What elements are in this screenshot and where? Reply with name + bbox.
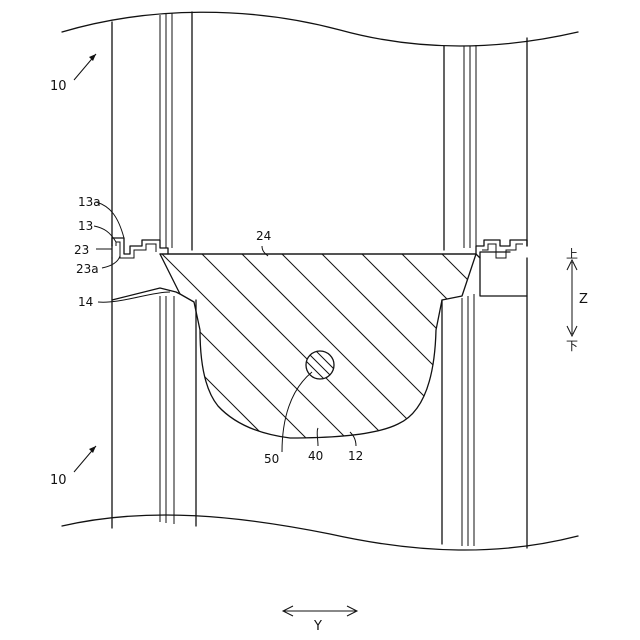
- label-13a: 13a: [78, 195, 101, 209]
- label-y: Y: [313, 619, 322, 634]
- lower-member-10: [62, 254, 578, 550]
- y-axis-indicator: [283, 606, 357, 616]
- label-z-down: 下: [566, 339, 578, 353]
- label-10-bottom: 10: [50, 473, 67, 488]
- upper-member-10: [62, 12, 578, 250]
- label-23a: 23a: [76, 262, 99, 276]
- hatch-pattern: [20, 232, 640, 452]
- label-13: 13: [78, 219, 93, 233]
- filler-40: [20, 232, 640, 452]
- label-24: 24: [256, 229, 271, 243]
- label-40: 40: [308, 449, 323, 463]
- rod-50: [288, 337, 352, 393]
- label-z-up: 上: [566, 247, 578, 261]
- label-10-top: 10: [50, 79, 67, 94]
- label-50: 50: [264, 452, 279, 466]
- lower-break-line: [62, 515, 578, 550]
- ref-arrow-10-top: [74, 54, 96, 80]
- upper-break-line: [62, 12, 578, 46]
- leader-lines: [94, 202, 356, 452]
- label-z: Z: [579, 292, 588, 307]
- ref-arrow-10-bottom: [74, 446, 96, 472]
- joint-profile: [112, 238, 527, 258]
- z-axis-indicator: [567, 260, 577, 336]
- label-23: 23: [74, 243, 89, 257]
- label-14: 14: [78, 295, 93, 309]
- label-12: 12: [348, 449, 363, 463]
